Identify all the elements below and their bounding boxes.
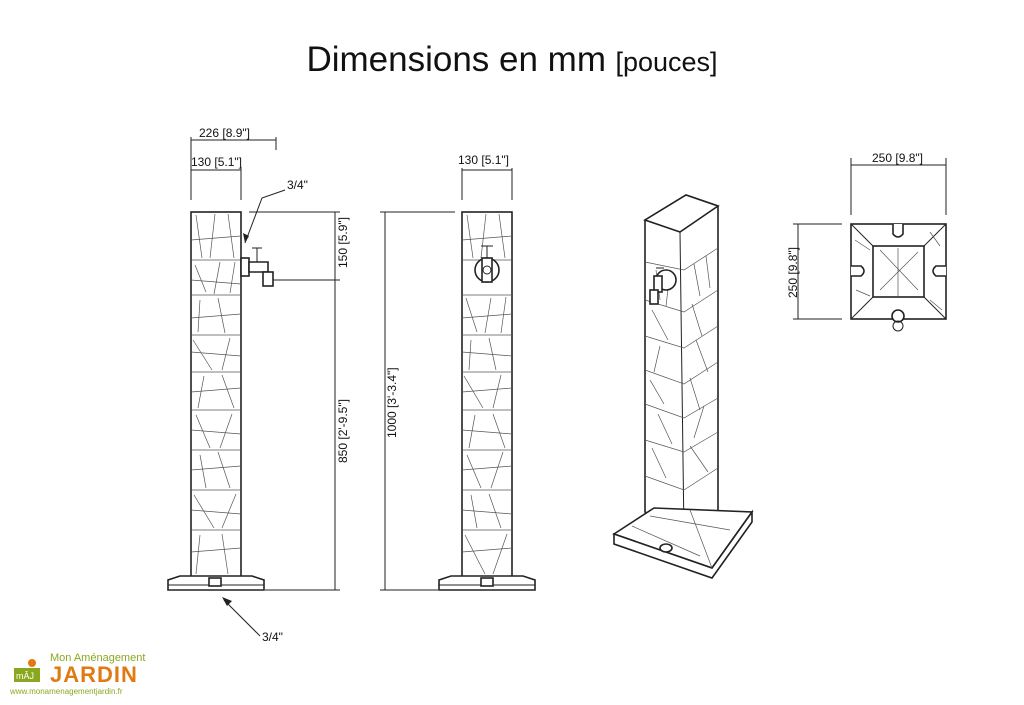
top-notch-right — [932, 265, 946, 277]
title-units: [pouces] — [615, 47, 718, 77]
label-tap-thread: 3/4" — [287, 178, 308, 192]
dim-front-column-width: 130 [5.1"] — [191, 155, 242, 169]
dim-tap-to-base: 850 [2'-9.5"] — [336, 399, 350, 463]
brand-mark-icon: mÂJ — [14, 659, 40, 682]
iso-tap-icon — [649, 267, 677, 305]
dim-tap-height: 150 [5.9"] — [336, 217, 350, 268]
base-drain — [208, 577, 222, 587]
iso-column-top — [643, 194, 720, 233]
tap-icon — [240, 247, 274, 287]
dim-side-width: 130 [5.1"] — [458, 153, 509, 167]
front-column — [190, 211, 242, 578]
side-stone-pattern — [461, 213, 513, 575]
brand-top-text: Mon Aménagement — [50, 652, 146, 664]
brand-logo: mÂJ Mon Aménagement JARDIN www.monamenag… — [10, 650, 150, 700]
side-dimensions — [380, 168, 513, 591]
isometric-view — [612, 194, 754, 579]
label-base-thread: 3/4" — [262, 630, 283, 644]
brand-main-text: JARDIN — [50, 662, 138, 687]
top-notch-top — [892, 224, 904, 238]
tap-front-icon — [474, 245, 500, 283]
page-title: Dimensions en mm [pouces] — [0, 40, 1024, 80]
dim-top-depth: 250 [9.8"] — [786, 247, 800, 298]
front-view: 226 [8.9"] 130 [5.1"] 3/4" 150 [5.9"] 85… — [167, 126, 350, 644]
top-dimensions — [793, 158, 947, 320]
front-stone-pattern — [190, 213, 242, 575]
brand-url: www.monamenagementjardin.fr — [10, 687, 123, 696]
top-view: 250 [9.8"] 250 [9.8"] — [786, 151, 947, 332]
title-main: Dimensions en mm — [306, 40, 606, 79]
front-dimensions — [190, 137, 340, 637]
dim-total-height: 1000 [3'-3.4"] — [385, 367, 399, 438]
side-view: 130 [5.1"] 1000 [3'-3.4"] — [380, 153, 536, 591]
top-tap — [891, 309, 905, 323]
dim-top-width: 250 [9.8"] — [872, 151, 923, 165]
svg-text:mÂJ: mÂJ — [16, 671, 34, 681]
top-notch-left — [851, 265, 865, 277]
dim-front-total-width: 226 [8.9"] — [199, 126, 250, 140]
